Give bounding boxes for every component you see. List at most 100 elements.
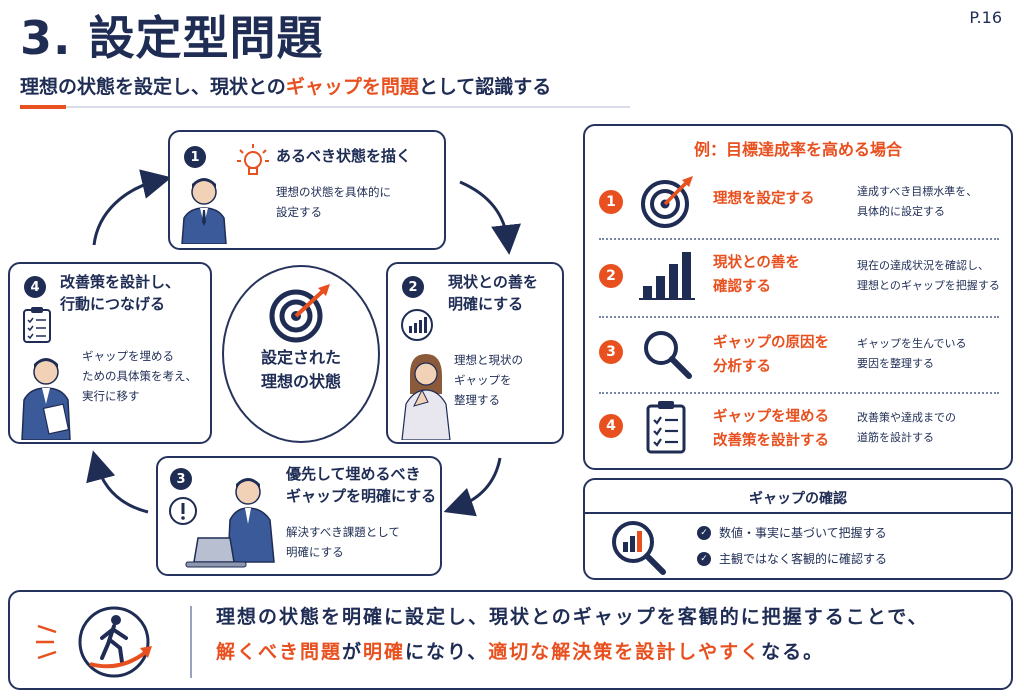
- example-row-3-title-line: ギャップの原因を: [713, 335, 829, 351]
- businessman-laptop-icon: [185, 478, 275, 568]
- center-label-line: 理想の状態: [260, 372, 341, 391]
- summary-line-2: 解くべき問題が明確になり、適切な解決策を設計しやすくなる。: [216, 635, 928, 670]
- subtitle-highlight: ギャップを問題: [285, 76, 419, 98]
- summary-divider: [190, 606, 192, 678]
- example-row-4-title-line: ギャップを埋める: [713, 409, 829, 425]
- step-2-number: 2: [402, 276, 424, 298]
- example-row-1-desc-line: 具体的に設定する: [857, 204, 945, 218]
- step-4-card: 4 改善策を設計し、 行動につなげる ギャップを埋める ための具体策を考え、 実…: [8, 262, 212, 444]
- example-row-4-title: ギャップを埋める 改善策を設計する: [713, 406, 829, 454]
- step-1-desc-line: 理想の状態を具体的に: [276, 185, 391, 199]
- step-2-title: 現状との善を 明確にする: [448, 272, 538, 316]
- step-2-desc-line: ギャップを: [454, 373, 512, 388]
- summary-text: 理想の状態を明確に設定し、現状とのギャップを客観的に把握することで、 解くべき問…: [216, 600, 928, 670]
- gap-check-item-text: 数値・事実に基づいて把握する: [719, 526, 887, 540]
- step-2-desc: 理想と現状の ギャップを 整理する: [454, 350, 523, 410]
- step-3-desc: 解決すべき課題として 明確にする: [286, 522, 400, 562]
- page-number: P.16: [969, 8, 1002, 27]
- businessman-clipboard-icon: [21, 358, 71, 440]
- page-title: 3. 設定型問題: [20, 11, 324, 65]
- example-row-3-desc: ギャップを生んでいる 要因を整理する: [857, 334, 966, 374]
- example-row-1-number: 1: [599, 190, 623, 214]
- example-row-1-title-line: 理想を設定する: [713, 191, 815, 207]
- subtitle-underline: [20, 106, 630, 108]
- exclamation-icon: [169, 497, 197, 525]
- gap-check-item: ✓ 主観ではなく客観的に確認する: [697, 550, 887, 567]
- example-row-2-desc-line: 理想とのギャップを把握する: [857, 278, 1000, 292]
- center-label-line: 設定された: [260, 348, 341, 367]
- step-4-desc-line: 実行に移す: [82, 389, 140, 404]
- step-3-title-line: ギャップを明確にする: [286, 486, 437, 505]
- walking-person-icon: [36, 606, 152, 678]
- step-3-card: 3 優先して埋めるべき ギャップを明確にする 解決すべき課題として 明確にする: [156, 456, 442, 576]
- summary-highlight: 明確: [363, 641, 406, 664]
- summary-box: 理想の状態を明確に設定し、現状とのギャップを客観的に把握することで、 解くべき問…: [8, 590, 1013, 690]
- step-2-desc-line: 理想と現状の: [454, 353, 523, 367]
- example-row-2-title: 現状との善を 確認する: [713, 252, 800, 300]
- chart-circle-icon: [401, 309, 433, 341]
- summary-text-segment: が: [342, 641, 364, 664]
- center-oval: [222, 265, 380, 443]
- example-row-4-title-line: 改善策を設計する: [713, 432, 829, 449]
- step-4-desc-line: ための具体策を考え、: [82, 369, 197, 384]
- step-3-desc-line: 明確にする: [286, 545, 344, 560]
- businesswoman-thinking-icon: [401, 354, 451, 440]
- gap-check-panel: ギャップの確認 ✓ 数値・事実に基づいて把握する ✓ 主観ではなく客観的に確認す…: [583, 478, 1013, 580]
- step-4-title: 改善策を設計し、 行動につなげる: [60, 272, 180, 316]
- step-4-title-line: 改善策を設計し、: [60, 273, 181, 291]
- businessman-pointing-icon: [181, 178, 227, 244]
- summary-highlight: 適切な解決策を設計しやすく: [488, 641, 762, 664]
- summary-highlight: 解くべき問題: [216, 641, 343, 664]
- row-divider: [599, 316, 999, 318]
- gap-check-divider: [585, 512, 1011, 514]
- summary-text-segment: になり、: [405, 641, 489, 664]
- example-row-1-title: 理想を設定する: [713, 188, 815, 212]
- example-row-4-desc-line: 道筋を設計する: [857, 430, 934, 444]
- step-4-title-line: 行動につなげる: [60, 294, 166, 313]
- step-2-desc-line: 整理する: [454, 393, 500, 408]
- example-row-2-title-line: 現状との善を: [713, 255, 800, 271]
- step-3-number: 3: [170, 468, 192, 490]
- step-1-desc: 理想の状態を具体的に 設定する: [276, 182, 391, 222]
- subtitle-pre: 理想の状態を設定し、現状との: [20, 76, 286, 98]
- row-divider: [599, 392, 999, 394]
- step-1-desc-line: 設定する: [276, 205, 322, 220]
- step-1-title: あるべき状態を描く: [276, 147, 412, 165]
- example-row-2-desc-line: 現在の達成状況を確認し、: [857, 259, 989, 272]
- step-1-number: 1: [184, 146, 206, 168]
- step-4-number: 4: [24, 276, 46, 298]
- example-row-4-desc: 改善策や達成までの 道筋を設計する: [857, 408, 956, 448]
- lightbulb-icon: [237, 144, 269, 175]
- step-2-card: 2 現状との善を 明確にする 理想と現状の ギャップを 整理する: [386, 262, 564, 444]
- subtitle-post: として認識する: [418, 76, 552, 98]
- page-subtitle: 理想の状態を設定し、現状とのギャップを問題として認識する: [20, 72, 551, 99]
- example-row-2-title-line: 確認する: [713, 278, 771, 295]
- arrow-2-to-3: [443, 457, 502, 517]
- example-row-4-desc-line: 改善策や達成までの: [857, 411, 956, 424]
- example-row-3-number: 3: [599, 340, 623, 364]
- example-row-3-desc-line: 要因を整理する: [857, 356, 934, 370]
- example-row-2-number: 2: [599, 264, 623, 288]
- step-4-desc: ギャップを埋める ための具体策を考え、 実行に移す: [82, 346, 197, 406]
- step-2-title-line: 明確にする: [448, 294, 524, 313]
- gap-check-item: ✓ 数値・事実に基づいて把握する: [697, 524, 887, 541]
- step-2-title-line: 現状との善を: [448, 273, 538, 291]
- arrow-1-to-2: [459, 180, 521, 255]
- summary-text-segment: なる。: [761, 641, 825, 664]
- check-icon: ✓: [697, 551, 711, 566]
- magnifier-icon: [644, 331, 692, 379]
- step-3-desc-line: 解決すべき課題として: [286, 525, 400, 539]
- example-row-3-desc-line: ギャップを生んでいる: [857, 337, 967, 350]
- example-row-4-number: 4: [599, 414, 623, 438]
- arrow-3-to-4: [86, 450, 149, 514]
- bar-chart-icon: [639, 252, 695, 300]
- gap-check-title: ギャップの確認: [749, 491, 847, 507]
- example-row-3-title-line: 分析する: [713, 358, 771, 375]
- target-icon: [641, 176, 693, 228]
- example-row-3-title: ギャップの原因を 分析する: [713, 332, 829, 380]
- step-3-title-line: 優先して埋めるべき: [286, 465, 421, 483]
- example-row-1-desc-line: 達成すべき目標水準を、: [857, 185, 978, 198]
- step-3-title: 優先して埋めるべき ギャップを明確にする: [286, 464, 436, 508]
- example-title: 例：目標達成率を高める場合: [693, 140, 902, 159]
